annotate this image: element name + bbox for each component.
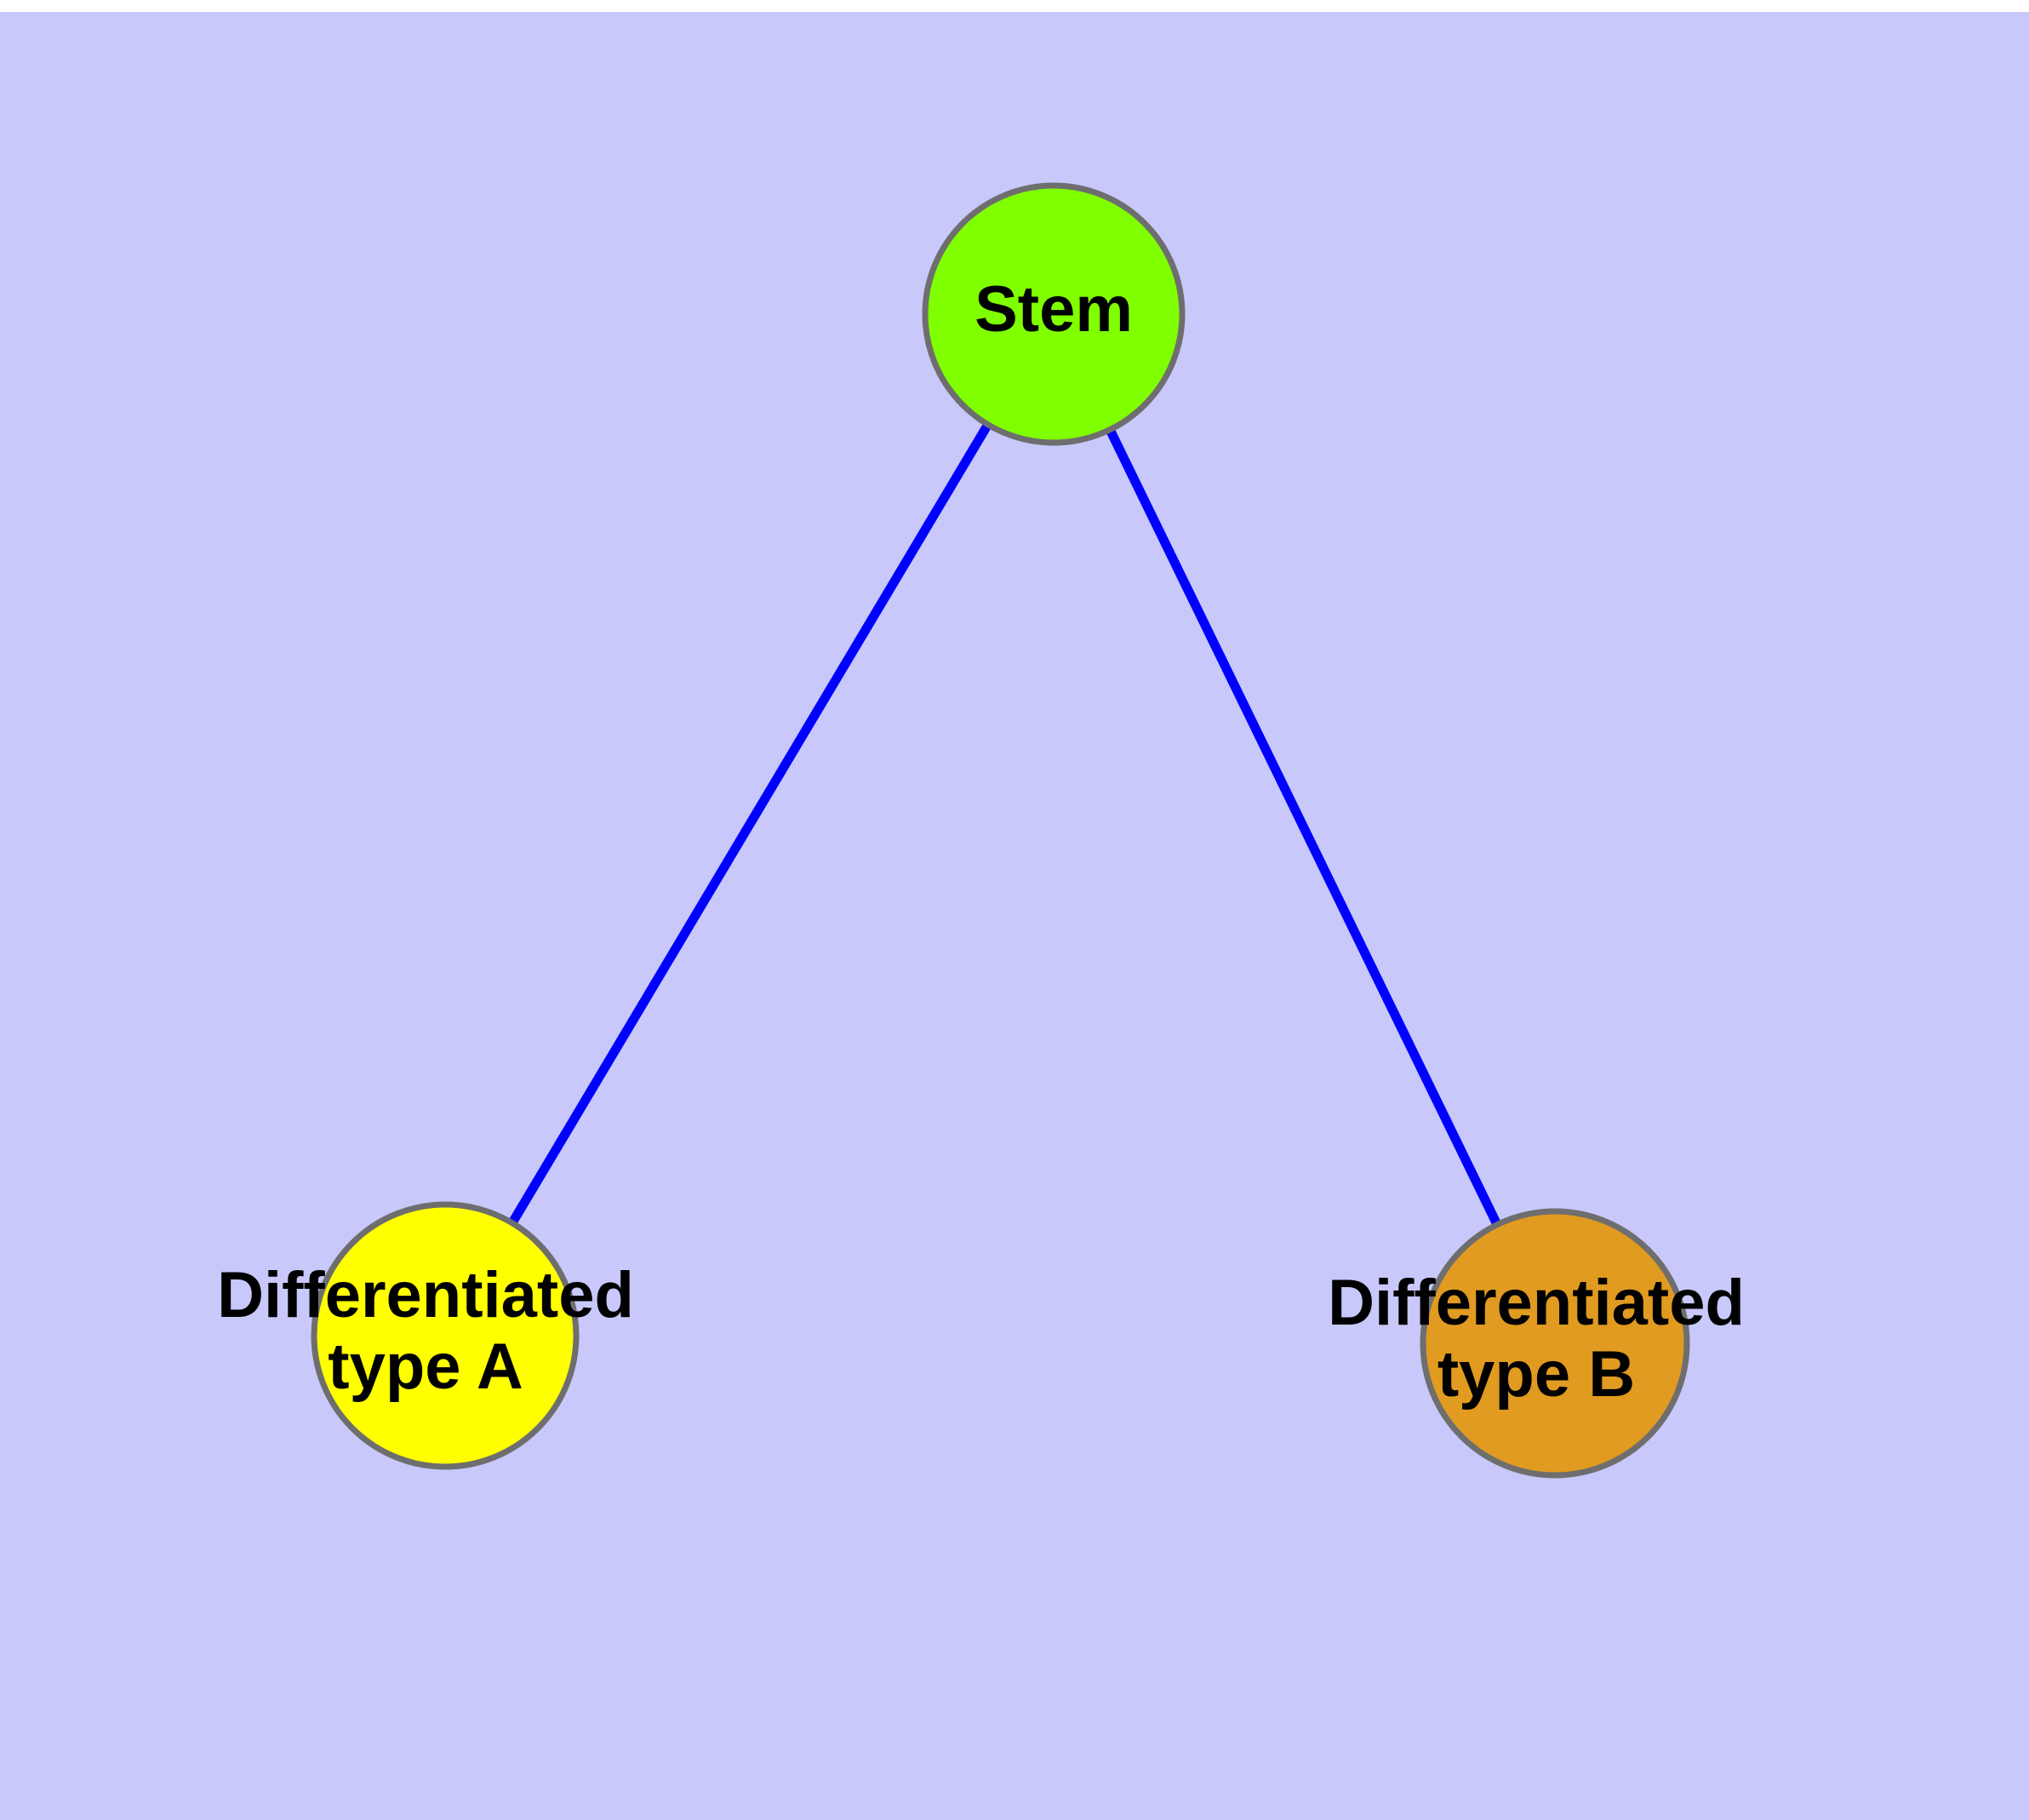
- nodes-layer: [311, 182, 1690, 1479]
- node-diff_b[interactable]: [1420, 1208, 1690, 1479]
- node-label-stem: Stem: [974, 273, 1133, 346]
- edges-layer: [509, 423, 1501, 1226]
- node-diff_a[interactable]: [311, 1201, 580, 1470]
- node-stem[interactable]: [922, 182, 1186, 446]
- node-label-line: Differentiated: [217, 1259, 634, 1331]
- edge-stem-diff-b[interactable]: [1106, 429, 1501, 1226]
- edge-stem-diff-a[interactable]: [509, 423, 992, 1224]
- node-label-line: type A: [328, 1331, 523, 1403]
- node-label-line: Differentiated: [1328, 1267, 1745, 1339]
- node-label-line: type B: [1437, 1338, 1635, 1411]
- node-label-line: Stem: [974, 273, 1133, 346]
